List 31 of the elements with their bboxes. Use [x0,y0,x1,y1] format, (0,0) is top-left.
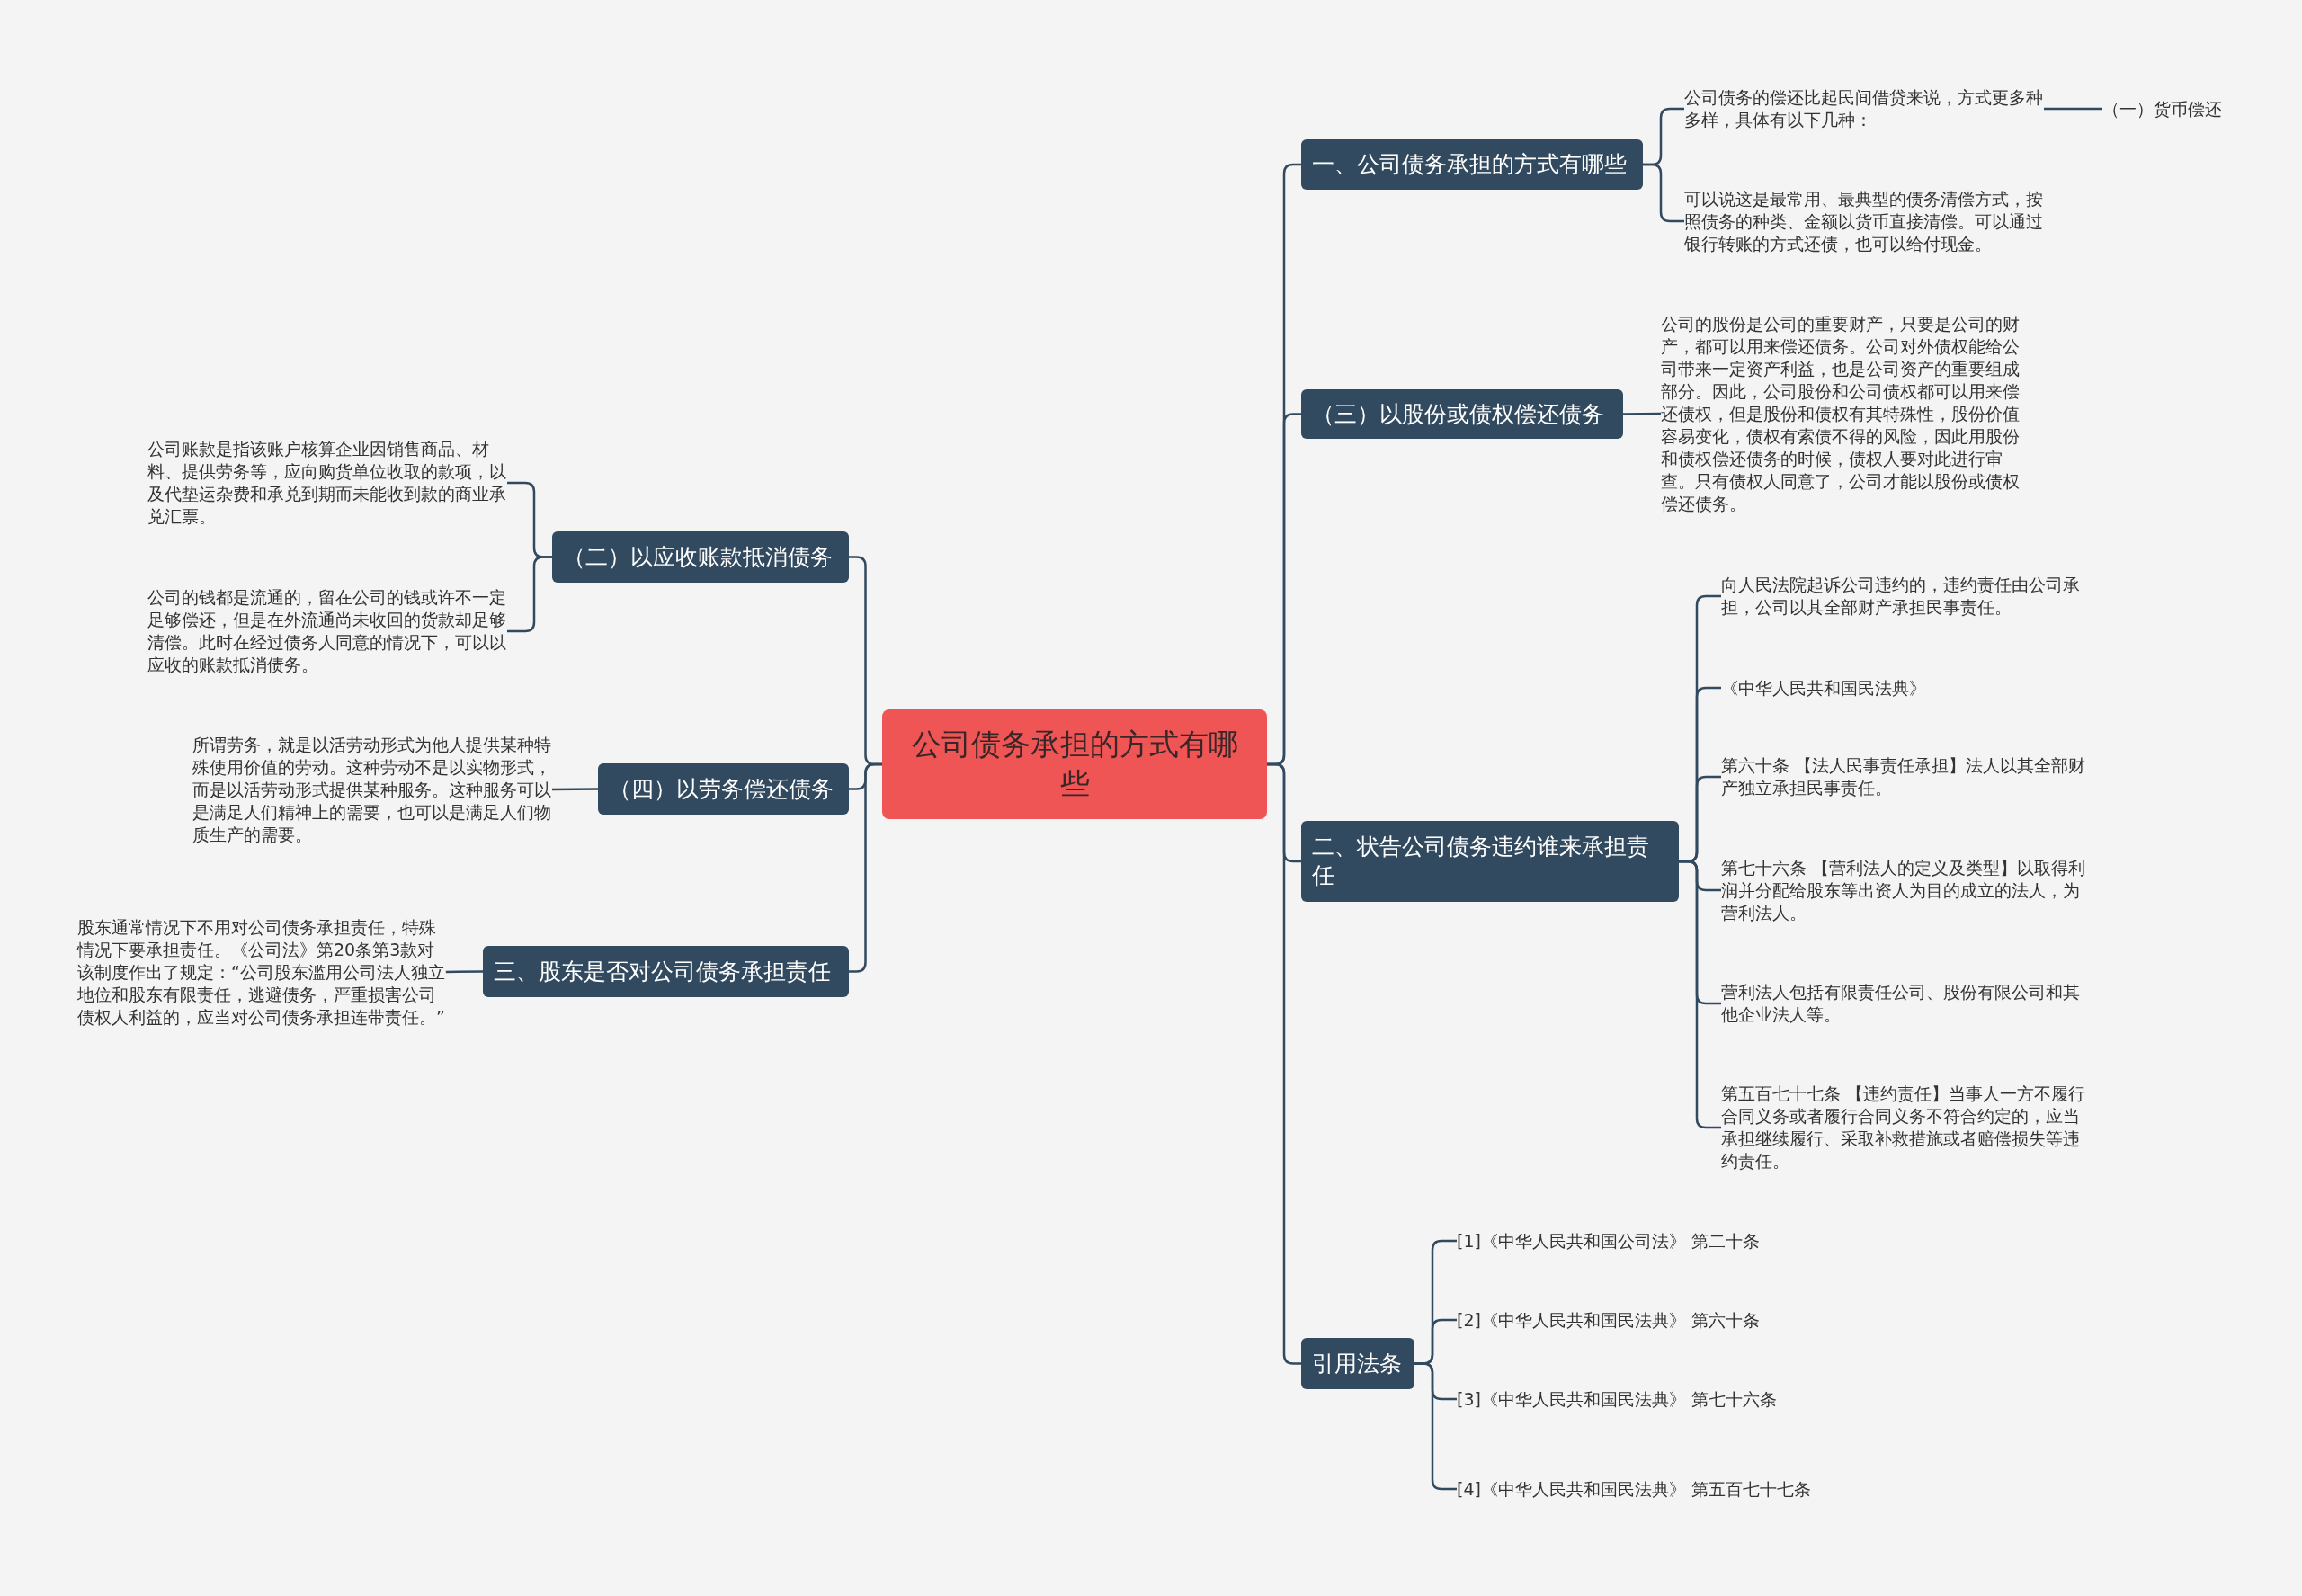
topic-box: 三、股东是否对公司债务承担责任 [483,946,849,997]
note-text: 可以说这是最常用、最典型的债务清偿方式，按照债务的种类、金额以货币直接清偿。可以通过银行转账的方式还债，也可以给付现金。 [1684,187,2053,255]
note-text: 第六十条 【法人民事责任承担】法人以其全部财产独立承担民事责任。 [1721,754,2090,799]
note-text: [1]《中华人民共和国公司法》 第二十条 [1457,1229,1816,1253]
note-text: 营利法人包括有限责任公司、股份有限公司和其他企业法人等。 [1721,981,2090,1026]
connector-line [2044,107,2102,111]
central-topic-box: 公司债务承担的方式有哪些 [882,709,1267,819]
note-text: 第五百七十七条 【违约责任】当事人一方不履行合同义务或者履行合同义务不符合约定的，应当承担继续履行、采取补救措施或者赔偿损失等违约责任。 [1721,1083,2090,1172]
note-text: 第七十六条 【营利法人的定义及类型】以取得利润并分配给股东等出资人为目的成立的法人，为营利法人。 [1721,856,2090,924]
note-text: 公司账款是指该账户核算企业因销售商品、材料、提供劳务等，应向购货单位收取的款项，以及代垫运杂费和承兑到期而未能收到款的商业承兑汇票。 [147,438,516,528]
topic-box: 二、状告公司债务违约谁来承担责任 [1301,821,1679,902]
topic-box: （三）以股份或债权偿还债务 [1301,389,1623,439]
topic-box: （四）以劳务偿还债务 [598,763,849,815]
connector-line [1623,412,1661,415]
note-text: 所谓劳务，就是以活劳动形式为他人提供某种特殊使用价值的劳动。这种劳动不是以实物形式，而是以活劳动形式提供某种服务。这种服务可以是满足人们精神上的需要，也可以是满足人们物质生产的需要。 [192,733,561,846]
note-text: 公司的钱都是流通的，留在公司的钱或许不一定足够偿还，但是在外流通尚未收回的货款却足够清偿。此时在经过债务人同意的情况下，可以以应收的账款抵消债务。 [147,586,516,676]
note-text: 《中华人民共和国民法典》 [1721,676,2090,700]
note-text: 股东通常情况下不用对公司债务承担责任，特殊情况下要承担责任。《公司法》第20条第3款对该制度作出了规定：“公司股东滥用公司法人独立地位和股东有限责任，逃避债务，严重损害公司债权人利益的，应当对公司债务承担连带责任。” [77,915,446,1029]
note-text: [2]《中华人民共和国民法典》 第六十条 [1457,1308,1816,1332]
topic-box: （二）以应收账款抵消债务 [552,531,849,583]
topic-box: 引用法条 [1301,1338,1414,1389]
note-text: 公司债务的偿还比起民间借贷来说，方式更多种多样，具体有以下几种： [1684,86,2053,131]
connector-line [445,970,483,974]
note-text: 向人民法院起诉公司违约的，违约责任由公司承担，公司以其全部财产承担民事责任。 [1721,574,2090,619]
topic-box: 一、公司债务承担的方式有哪些 [1301,139,1643,190]
note-text: 公司的股份是公司的重要财产，只要是公司的财产，都可以用来偿还债务。公司对外债权能给公司带来一定资产利益，也是公司资产的重要组成部分。因此，公司股份和公司债权都可以用来偿还债权，但是股份和债权有其特殊性，股份价值容易变化，债权有索债不得的风险，因此用股份和债权偿还债务的时候，债权人要对此进行审查。只有债权人同意了，公司才能以股份或债权偿还债务。 [1661,312,2030,515]
note-text: [4]《中华人民共和国民法典》 第五百七十七条 [1457,1477,1816,1501]
connector-line [552,788,598,791]
note-text: （一）货币偿还 [2102,97,2264,120]
connector-line [849,762,882,973]
note-text: [3]《中华人民共和国民法典》 第七十六条 [1457,1387,1816,1411]
